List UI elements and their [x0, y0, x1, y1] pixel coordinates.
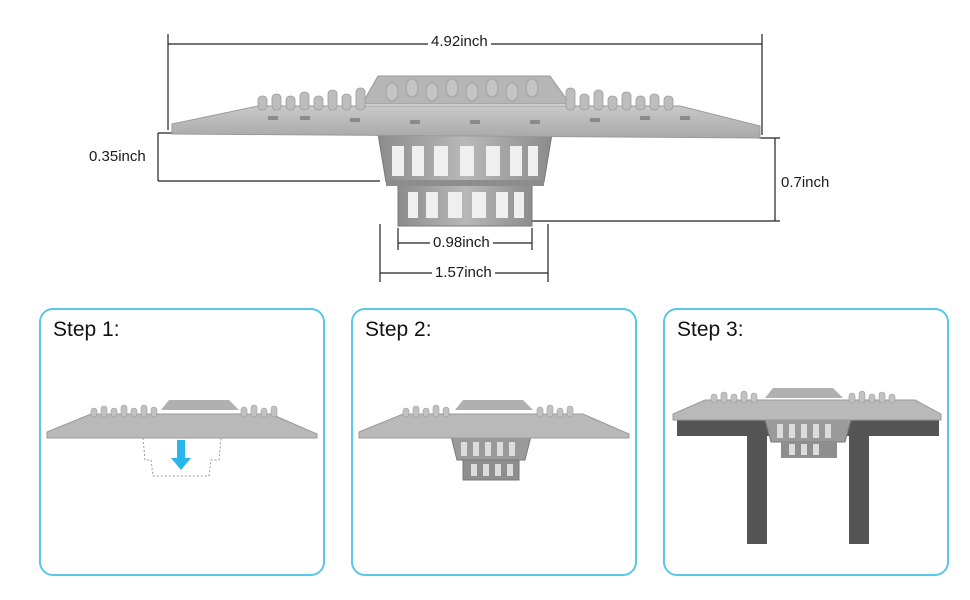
step-3-title: Step 3: — [677, 318, 744, 341]
dimension-diagram — [157, 34, 780, 282]
drain-plate — [171, 75, 761, 139]
step-1-panel: Step 1: — [39, 308, 325, 576]
step-1-title: Step 1: — [53, 318, 120, 341]
plate-thickness-label: 0.35inch — [86, 148, 149, 166]
step-1-illustration — [46, 400, 318, 477]
drain-basket — [377, 133, 553, 227]
step-2-panel: Step 2: — [351, 308, 637, 576]
step-3-panel: Step 3: — [663, 308, 949, 576]
total-width-label: 4.92inch — [428, 33, 491, 51]
step-2-illustration — [358, 400, 630, 481]
step-2-title: Step 2: — [365, 318, 432, 341]
inner-diameter-label: 0.98inch — [430, 234, 493, 252]
outer-diameter-label: 1.57inch — [432, 264, 495, 282]
total-height-label: 0.7inch — [778, 174, 833, 192]
step-3-illustration — [672, 388, 942, 544]
